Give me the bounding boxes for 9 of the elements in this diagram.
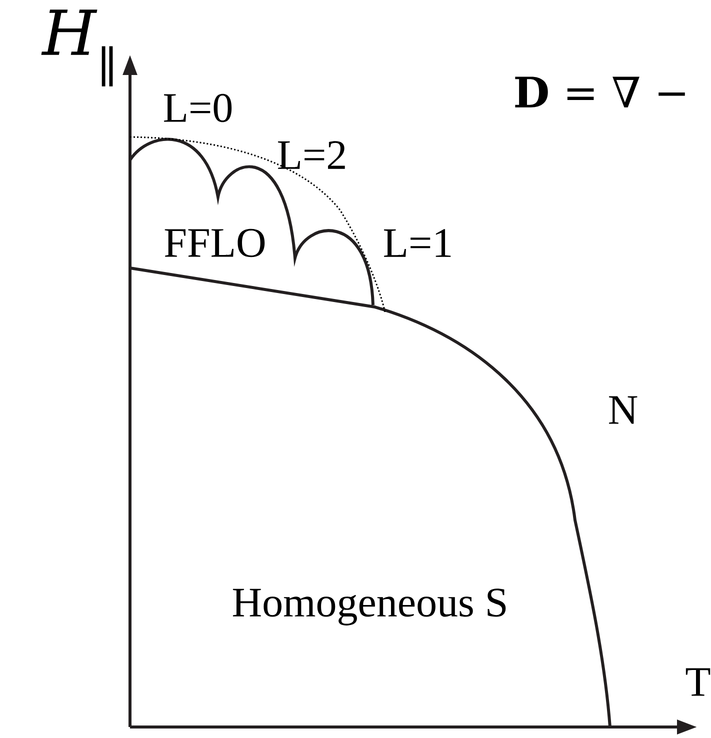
region-label: FFLO [164,228,265,258]
region-label: Homogeneous S [232,588,506,626]
region-label: L=2 [278,141,345,169]
region-label: L=1 [384,229,451,257]
region-label: N [609,396,638,424]
region-label: L=0 [164,94,232,122]
axis-label: H$_{∥}$ [41,10,113,86]
formula: D = ∇ − [515,76,685,108]
axis-label: T [686,668,710,696]
